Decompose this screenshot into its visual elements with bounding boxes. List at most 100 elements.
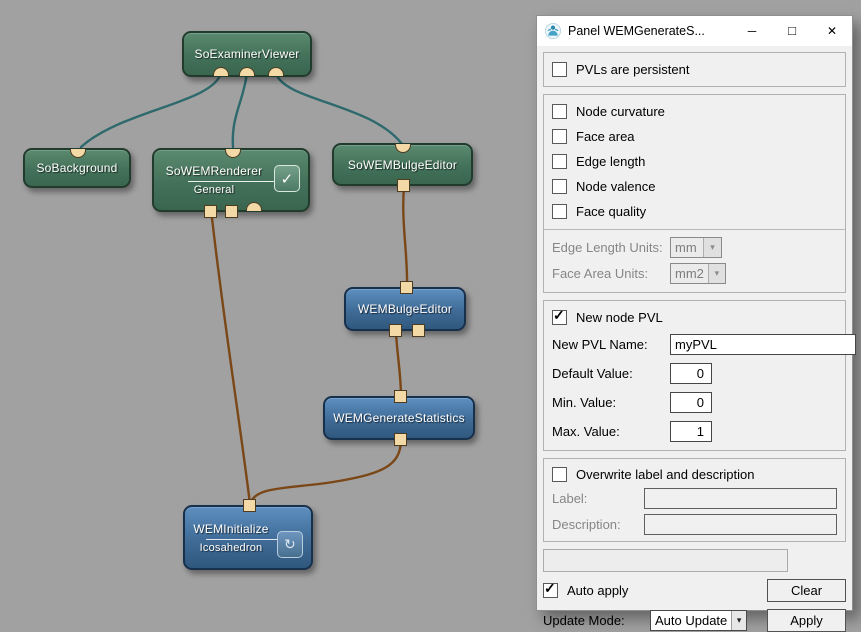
check-icon: ✓	[553, 307, 565, 323]
new-pvl-name-input[interactable]	[670, 334, 856, 355]
minimize-button[interactable]: ─	[732, 16, 772, 46]
checkbox-box[interactable]: ✓	[552, 154, 567, 169]
node-title: SoBackground	[36, 161, 118, 175]
clear-button[interactable]: Clear	[767, 579, 846, 602]
update-mode-row: Update Mode: Auto Update ▾ Apply	[543, 609, 846, 632]
checkbox-label: Face quality	[576, 204, 647, 219]
default-value-input[interactable]	[670, 363, 712, 384]
minimize-icon: ─	[747, 24, 757, 38]
auto-apply-row: ✓ Auto apply Clear	[543, 579, 846, 602]
checkbox-box[interactable]: ✓	[543, 580, 558, 598]
min-value-input[interactable]	[670, 392, 712, 413]
connector-square-bottom[interactable]	[397, 179, 410, 192]
checkbox-pvls-persistent[interactable]: ✓ PVLs are persistent	[552, 57, 837, 82]
update-mode-label: Update Mode:	[543, 613, 625, 628]
checkbox-box[interactable]: ✓	[552, 204, 567, 219]
max-value-input[interactable]	[670, 421, 712, 442]
combo-value: mm2	[675, 265, 704, 281]
checkbox-node-curvature[interactable]: ✓ Node curvature	[552, 99, 837, 124]
panel-content: ✓ PVLs are persistent ✓ Node curvature ✓…	[537, 46, 856, 632]
dropdown-arrow-icon: ▾	[707, 263, 725, 283]
connector-square-top[interactable]	[400, 281, 413, 294]
connector-dome-bottom[interactable]	[239, 67, 255, 76]
checkbox-box[interactable]: ✓	[552, 307, 567, 325]
node-reload-button[interactable]: ↻	[277, 531, 303, 558]
node-sublabel: General	[193, 184, 235, 196]
connector-square-bottom[interactable]	[389, 324, 402, 337]
graph-edge-SoExaminerViewer-to-SoWEMBulgeEditor[interactable]	[274, 71, 404, 146]
label-row: Label:	[552, 485, 837, 511]
edge-length-units-combo[interactable]: mm ▾	[670, 236, 722, 258]
checkbox-face-area[interactable]: ✓ Face area	[552, 124, 837, 149]
checkbox-new-node-pvl[interactable]: ✓ New node PVL	[552, 305, 837, 330]
connector-square-top[interactable]	[243, 499, 256, 512]
units-section: Edge Length Units: mm ▾ Face Area Units:…	[544, 229, 845, 288]
node-WEMGenerateStatistics[interactable]: WEMGenerateStatistics	[323, 396, 475, 440]
checkbox-face-quality[interactable]: ✓ Face quality	[552, 199, 837, 224]
graph-edge-SoExaminerViewer-to-SoBackground[interactable]	[79, 71, 223, 149]
default-value-row: Default Value:	[552, 359, 837, 388]
checkbox-box[interactable]: ✓	[552, 466, 567, 482]
checkbox-box[interactable]: ✓	[552, 62, 567, 77]
connector-square-bottom[interactable]	[412, 324, 425, 337]
close-button[interactable]: ✕	[812, 16, 852, 46]
max-value-label: Max. Value:	[552, 424, 620, 439]
face-area-units-label: Face Area Units:	[552, 265, 649, 281]
node-title: WEMInitialize	[193, 521, 269, 536]
label-label: Label:	[552, 490, 588, 506]
graph-edge-SoWEMRenderer-to-WEMInitialize[interactable]	[209, 207, 252, 506]
update-mode-combo[interactable]: Auto Update ▾	[650, 610, 747, 631]
connector-square-top[interactable]	[394, 390, 407, 403]
apply-button[interactable]: Apply	[767, 609, 846, 632]
max-value-row: Max. Value:	[552, 417, 837, 446]
dropdown-arrow-icon: ▾	[731, 611, 746, 630]
connector-square-bottom[interactable]	[225, 205, 238, 218]
close-icon: ✕	[826, 24, 838, 38]
new-pvl-name-label: New PVL Name:	[552, 337, 648, 352]
connector-dome-bottom[interactable]	[213, 67, 229, 76]
graph-edge-WEMBulgeEditor-to-WEMGenerateStatistics[interactable]	[394, 330, 403, 399]
graph-edge-SoWEMBulgeEditor-to-WEMBulgeEditor[interactable]	[402, 185, 409, 290]
checkbox-box[interactable]: ✓	[552, 104, 567, 119]
checkbox-edge-length[interactable]: ✓ Edge length	[552, 149, 837, 174]
window-title: Panel WEMGenerateS...	[568, 24, 705, 38]
checkbox-overwrite-label[interactable]: ✓ Overwrite label and description	[552, 463, 837, 485]
node-title: WEMGenerateStatistics	[333, 411, 465, 425]
group-new-pvl: ✓ New node PVL New PVL Name: Default Val…	[543, 300, 856, 451]
label-input[interactable]	[644, 487, 837, 509]
graph-edge-WEMGenerateStatistics-to-WEMInitialize[interactable]	[248, 439, 403, 506]
edge-length-units-row: Edge Length Units: mm ▾	[552, 234, 837, 260]
connector-square-bottom[interactable]	[394, 433, 407, 446]
checkbox-label: Node valence	[576, 179, 656, 194]
combo-value: mm	[675, 239, 697, 255]
checkbox-box[interactable]: ✓	[552, 129, 567, 144]
check-icon: ✓	[544, 580, 556, 596]
node-checkbox[interactable]: ✓	[274, 165, 300, 192]
face-area-units-combo[interactable]: mm2 ▾	[670, 262, 726, 284]
connector-dome-bottom[interactable]	[268, 67, 284, 76]
checkbox-label: Face area	[576, 129, 635, 144]
node-title: SoWEMBulgeEditor	[347, 157, 458, 172]
description-input[interactable]	[644, 513, 837, 535]
checkbox-label: Auto apply	[567, 583, 629, 598]
graph-edge-SoExaminerViewer-to-SoWEMRenderer[interactable]	[231, 71, 249, 149]
maximize-button[interactable]: □	[772, 16, 812, 46]
connector-dome-bottom[interactable]	[246, 202, 262, 211]
checkbox-label: Overwrite label and description	[576, 466, 755, 482]
titlebar[interactable]: Panel WEMGenerateS... ─ □ ✕	[537, 16, 852, 46]
min-value-label: Min. Value:	[552, 395, 617, 410]
status-field[interactable]	[543, 549, 788, 572]
node-title: WEMBulgeEditor	[357, 302, 453, 316]
checkbox-box[interactable]: ✓	[552, 179, 567, 194]
node-sublabel: Icosahedron	[199, 541, 263, 554]
checkbox-auto-apply[interactable]: ✓ Auto apply	[543, 580, 628, 602]
group-persistent: ✓ PVLs are persistent	[543, 52, 846, 87]
connector-square-bottom[interactable]	[204, 205, 217, 218]
checkbox-label: PVLs are persistent	[576, 62, 690, 77]
checkbox-node-valence[interactable]: ✓ Node valence	[552, 174, 837, 199]
group-statistics: ✓ Node curvature ✓ Face area ✓ Edge leng…	[543, 94, 846, 293]
min-value-row: Min. Value:	[552, 388, 837, 417]
